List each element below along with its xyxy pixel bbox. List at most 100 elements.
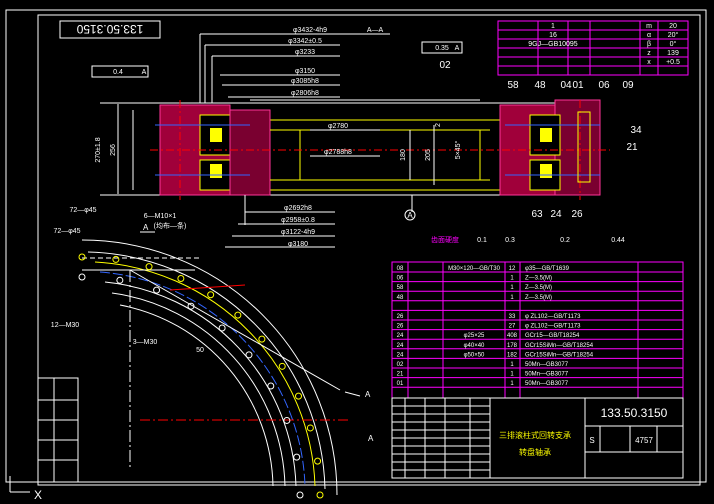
bom-material: Z—3.5(M)	[525, 285, 552, 291]
bolt-hole	[294, 392, 302, 400]
bom-no: 02	[397, 362, 404, 368]
bolt-hole	[153, 286, 161, 294]
bom-qty: 33	[509, 314, 516, 320]
bom-qty: 178	[507, 343, 518, 349]
cursor-mark: X	[34, 488, 42, 502]
datum-a-04: A	[142, 69, 147, 76]
param-val3: +0.5	[666, 59, 680, 66]
bom-no: 06	[397, 276, 404, 282]
revision-boxes	[37, 377, 79, 483]
bom-no: 24	[397, 343, 404, 349]
title-name-line1: 三排滚柱式回转支承	[499, 430, 571, 440]
bolt-hole	[283, 416, 291, 424]
bom-name: M30×120—GB/T30	[448, 266, 501, 272]
roughness-v2: 0.3	[505, 237, 515, 244]
bom-material: GCr15—GB/T18254	[525, 333, 580, 339]
part-balloon: 06	[598, 80, 610, 91]
param-symbol: β	[647, 41, 651, 48]
dim-2958: φ2958±0.8	[281, 217, 315, 224]
dim-3233: φ3233	[295, 49, 315, 56]
bom-qty: 1	[510, 381, 514, 387]
bom-name: φ50×50	[464, 352, 485, 358]
bolt-hole	[293, 453, 301, 461]
bolt-hole	[207, 291, 215, 299]
bolt-hole	[234, 311, 242, 319]
part-balloon: 04	[560, 80, 572, 91]
tolerance-frame-035	[421, 41, 463, 54]
gear-param-table	[497, 20, 689, 76]
bolt-hole	[112, 255, 120, 263]
title-block	[391, 397, 684, 479]
bom-no: 24	[397, 352, 404, 358]
hole-label-2: 72—φ45	[53, 228, 80, 235]
bom-qty: 182	[507, 352, 518, 358]
param-val3: 20°	[668, 31, 679, 39]
part-balloon: 34	[630, 125, 642, 136]
dimension-lines	[117, 33, 435, 248]
roughness-v3: 0.2	[560, 237, 570, 244]
param-val3: 20	[669, 23, 677, 30]
part-balloon: 58	[507, 80, 519, 91]
dim-3150: φ3150	[295, 68, 315, 75]
bom-material: 50Mn—GB3077	[525, 362, 569, 368]
bom-material: GCr15SiMn—GB/T18254	[525, 352, 594, 358]
bom-qty: 12	[509, 266, 516, 272]
bolt-hole	[278, 362, 286, 370]
part-balloon: 02	[439, 60, 451, 71]
bom-material: φ ZL102—GB/T1173	[525, 314, 581, 320]
param-val1: 9GJ—GB10095	[528, 41, 578, 48]
bolt-hole	[316, 491, 324, 499]
section-view	[100, 99, 610, 200]
bolt-hole	[258, 335, 266, 343]
bom-no: 26	[397, 314, 404, 320]
param-val3: 139	[667, 50, 679, 57]
section-mark-a-plan3: A	[143, 223, 149, 232]
tol-04: 0.4	[113, 69, 123, 76]
dim-3342: φ3342±0.5	[288, 38, 322, 45]
plan-view-holes	[78, 253, 324, 499]
sheet-border	[5, 9, 707, 483]
bolt-hole	[296, 491, 304, 499]
thread-label-1: 6—M10×1	[144, 213, 177, 220]
height-270: 270±1.8	[95, 137, 102, 162]
section-mark-a-plan2: A	[368, 434, 374, 443]
part-balloon: 09	[622, 80, 634, 91]
roughness-v1: 0.1	[477, 237, 487, 244]
bom-qty: 1	[510, 285, 514, 291]
param-symbol: x	[647, 59, 651, 66]
part-balloon: 21	[626, 142, 638, 153]
height-180: 180	[400, 149, 407, 161]
bom-no: 24	[397, 333, 404, 339]
bolt-hole	[116, 276, 124, 284]
dim-2806: φ2806h8	[291, 90, 319, 97]
datum-circle	[404, 209, 416, 221]
ucs-icon	[9, 476, 30, 493]
section-label: A—A	[367, 27, 384, 34]
bom-qty: 1	[510, 362, 514, 368]
part-balloon: 01	[572, 80, 584, 91]
dim-3122: φ3122-4h9	[281, 229, 315, 236]
chamfer-label: 5×45°	[454, 141, 462, 160]
bolt-hole	[314, 457, 322, 465]
bom-material: Z—3.5(M)	[525, 276, 552, 282]
dimension-text: φ3432-4h9φ3342±0.5φ3233φ3150φ3085h8φ2806…	[51, 27, 462, 354]
bom-qty: 1	[510, 295, 514, 301]
bom-qty: 1	[510, 276, 514, 282]
section-mark-a-plan1: A	[365, 390, 371, 399]
bolt-hole	[145, 263, 153, 271]
dim-3180: φ3180	[288, 241, 308, 248]
bolt-hole	[245, 351, 253, 359]
thread-label-4: 3—M30	[133, 339, 158, 346]
param-symbol: α	[647, 32, 651, 39]
param-symbol: z	[647, 50, 651, 57]
dim-2692: φ2692h8	[284, 205, 312, 212]
part-balloon: 63	[531, 209, 543, 220]
plan-view	[81, 231, 361, 496]
dim-3432: φ3432-4h9	[293, 27, 327, 34]
datum-a-035: A	[455, 45, 460, 52]
bolt-hole	[267, 382, 275, 390]
title-mass: 4757	[635, 436, 653, 445]
